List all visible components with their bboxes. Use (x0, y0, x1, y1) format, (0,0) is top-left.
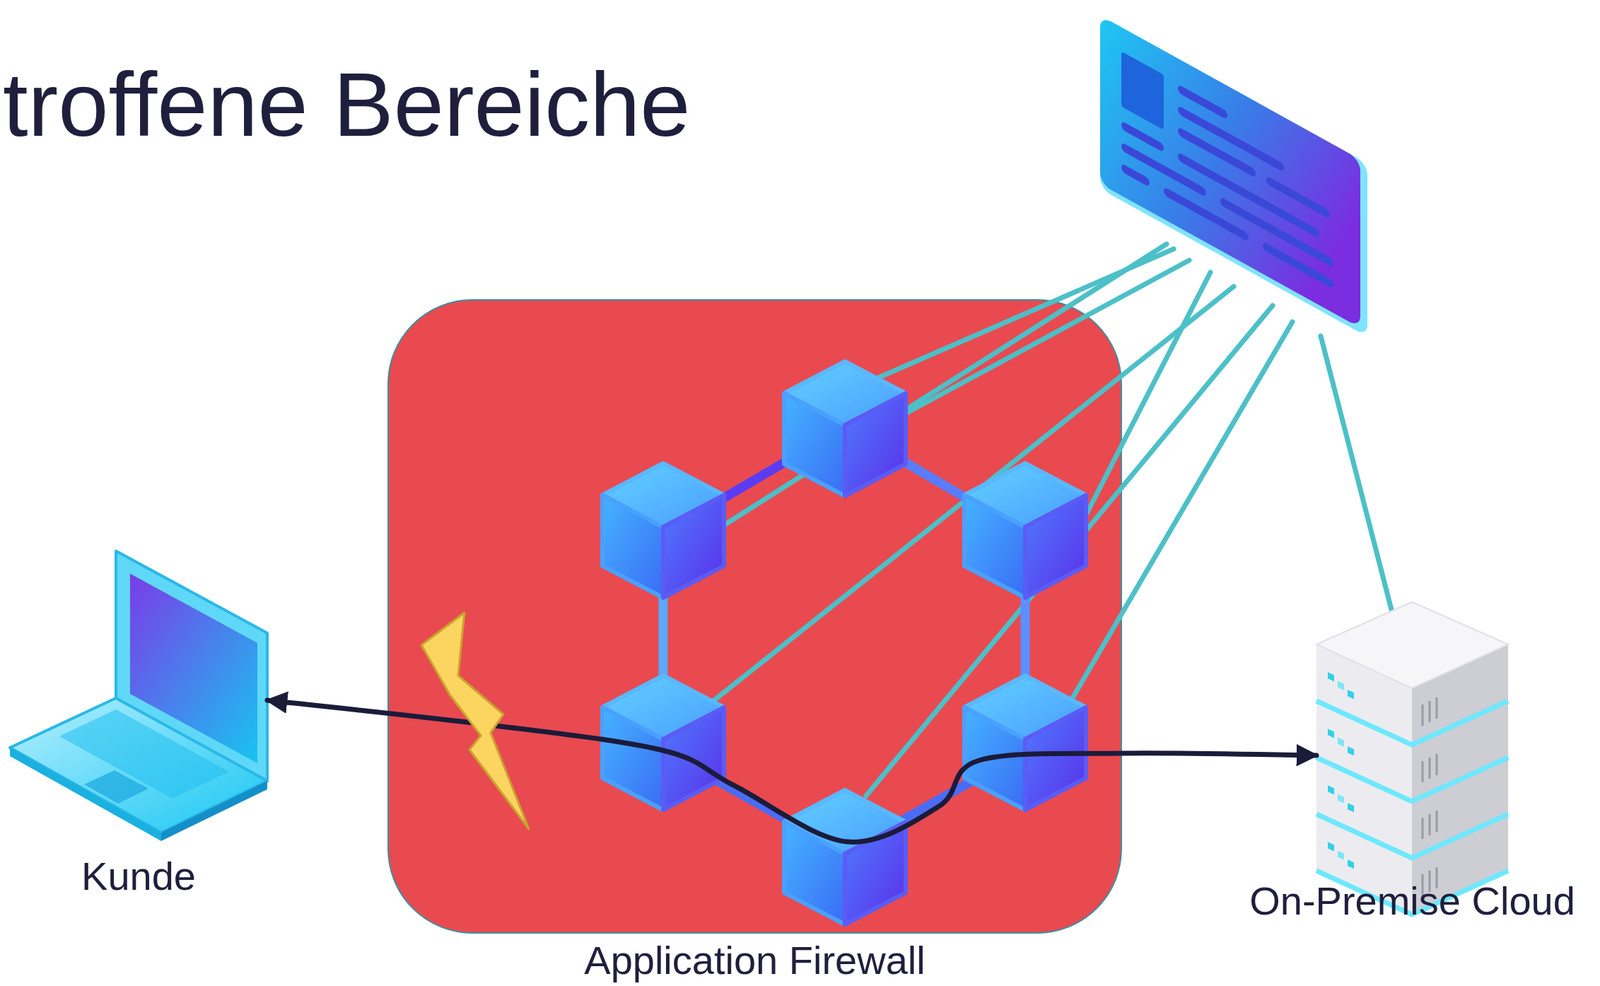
label-row: Kunde (9, 853, 268, 899)
illustration-part (602, 463, 724, 598)
monitor-icon-part (1121, 163, 1150, 188)
slide-title: troffene Bereiche (2, 55, 691, 155)
illustration-part (964, 675, 1086, 810)
data-flow-arrow (267, 699, 1317, 842)
monitor-line-part (904, 260, 1190, 414)
monitor-icon-part (1100, 15, 1361, 329)
monitor-icon-part (1121, 51, 1164, 131)
node-label: Application Firewall (584, 937, 925, 983)
illustration-part (784, 361, 906, 496)
monitor-line-part (876, 248, 1174, 379)
laptop-icon-part (9, 697, 268, 833)
monitor-icon-part (1121, 142, 1207, 198)
monitor-icon-part (1262, 241, 1334, 289)
illustration-part (784, 789, 906, 925)
monitor-line-part (1085, 272, 1211, 517)
lightning-bolt (421, 612, 529, 829)
laptop-icon-part (59, 709, 230, 799)
monitor-icon-part (1177, 126, 1256, 179)
monitor-icon-part (1177, 152, 1320, 239)
server-icon-part (1316, 601, 1509, 688)
laptop-icon (9, 550, 268, 841)
monitor-line-part (714, 286, 1234, 700)
monitor-icon-part (1163, 186, 1249, 242)
laptop-icon-part (84, 769, 149, 804)
monitor-line-part (1320, 335, 1392, 610)
label-row: On-Premise Cloud (1316, 878, 1509, 924)
node-label: Kunde (81, 853, 196, 899)
node-label: On-Premise Cloud (1249, 878, 1576, 924)
server-icon (1316, 601, 1509, 915)
label-row: Application Firewall (387, 937, 1123, 983)
monitor-line-part (1071, 321, 1293, 700)
firewall-zone: Application Firewall (387, 299, 1123, 983)
illustration-part (964, 463, 1086, 598)
